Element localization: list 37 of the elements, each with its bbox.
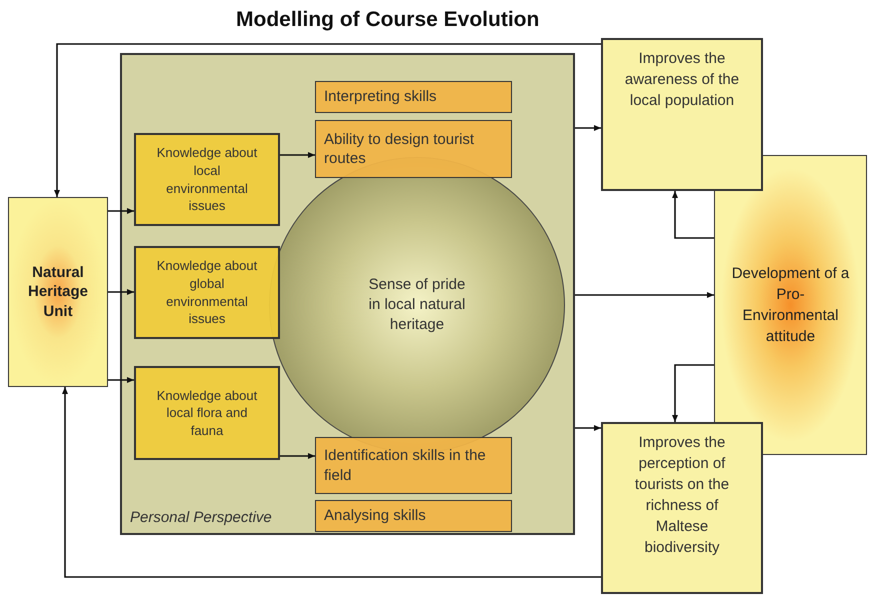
node-label: Development of a Pro- Environmental attitude [730,264,850,347]
node-label: Improves the awareness of the local population [624,49,740,111]
arrow [280,453,315,459]
outcome-box [601,38,763,191]
knowledge-box [134,366,280,460]
knowledge-box [134,133,280,226]
node-label: Identification skills in the field [324,446,487,485]
skill-box [315,120,512,178]
node-label: Sense of pride in local natural heritage [368,274,466,336]
node-label: Natural Heritage Unit [26,262,90,322]
node-label: Ability to design tourist routes [324,130,476,168]
skill-box [315,500,512,532]
arrow [108,208,134,214]
node-label: Improves the perception of tourists on the richness of Maltese biodiversity [634,433,730,558]
diagram-title: Modelling of Course Evolution [236,7,540,33]
arrow [672,191,714,239]
node-label: Analysing skills [324,506,426,526]
node-label: Knowledge about local flora and fauna [156,386,258,440]
unit-box [8,197,108,387]
arrow [280,152,315,158]
perspective-panel [120,53,575,535]
arrow [62,387,601,578]
node-label: Knowledge about global environmental issues [156,257,258,328]
arrow [108,377,134,383]
arrow [575,425,601,431]
skill-box [315,437,512,494]
knowledge-box [134,246,280,339]
skill-box [315,81,512,113]
arrow [575,125,601,131]
outcome-box [601,422,763,594]
node-label: Personal Perspective [129,508,272,528]
arrow [672,364,714,422]
arrow [108,289,134,295]
node-label: Knowledge about local environmental issues [156,144,258,215]
node-label: Interpreting skills [324,87,437,107]
arrow [575,292,714,298]
arrow [54,43,601,197]
